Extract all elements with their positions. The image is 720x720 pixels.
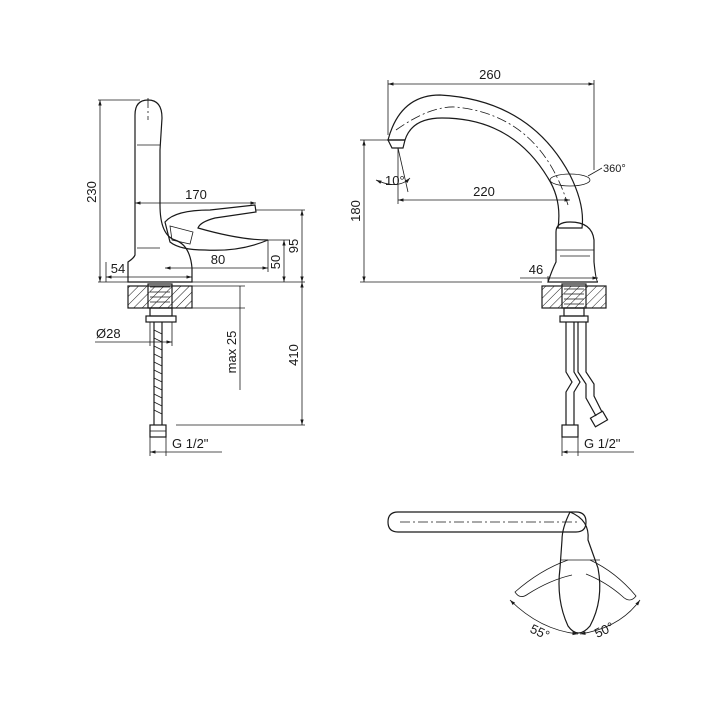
front-dim-180: 180 (348, 200, 363, 222)
front-dim-thread: G 1/2" (584, 436, 621, 451)
top-angle-right: 50° (592, 619, 616, 641)
side-column (127, 99, 193, 283)
side-dim-170: 170 (185, 187, 207, 202)
side-dim-max25: max 25 (224, 331, 239, 374)
side-view: 230 170 80 54 95 50 Ø28 max 25 (84, 98, 305, 456)
side-dim-410: 410 (286, 344, 301, 366)
top-view: 55° 50° (387, 511, 641, 643)
side-lever (164, 204, 269, 251)
front-dim-46: 46 (529, 262, 543, 277)
front-dim-tilt: 10° (385, 173, 405, 188)
top-lever (558, 511, 601, 634)
side-dim-50: 50 (268, 255, 283, 269)
top-angle-left: 55° (528, 621, 552, 643)
front-dim-220: 220 (473, 184, 495, 199)
front-body (547, 221, 599, 283)
side-dim-d28: Ø28 (96, 326, 121, 341)
side-dim-thread: G 1/2" (172, 436, 209, 451)
side-dim-54: 54 (111, 261, 125, 276)
front-dim-rotation: 360° (603, 163, 626, 175)
side-dim-230: 230 (84, 181, 99, 203)
top-spout (387, 511, 587, 533)
front-spout (387, 94, 584, 229)
side-dim-80: 80 (211, 252, 225, 267)
side-dim-95: 95 (286, 239, 301, 253)
front-dim-260: 260 (479, 67, 501, 82)
front-view: 260 180 220 10° 360° 46 G 1/2" (348, 67, 634, 456)
